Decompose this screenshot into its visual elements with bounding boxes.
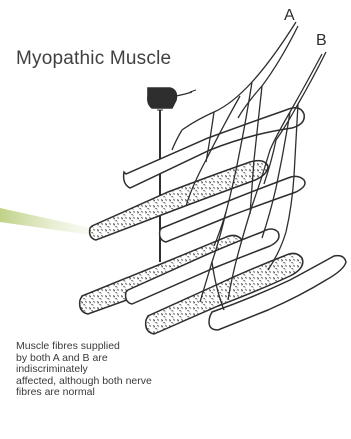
caption-line: Muscle fibres supplied [16, 341, 336, 353]
label-a: A [284, 7, 295, 24]
diagram-caption: Muscle fibres supplied by both A and B a… [16, 341, 336, 399]
caption-line: fibres are normal [16, 387, 336, 399]
caption-line: indiscriminately [16, 364, 336, 376]
diagram-title: Myopathic Muscle [16, 48, 171, 70]
pointer-wedge [0, 208, 100, 236]
muscle-fibres [80, 108, 346, 334]
label-b: B [316, 32, 327, 49]
